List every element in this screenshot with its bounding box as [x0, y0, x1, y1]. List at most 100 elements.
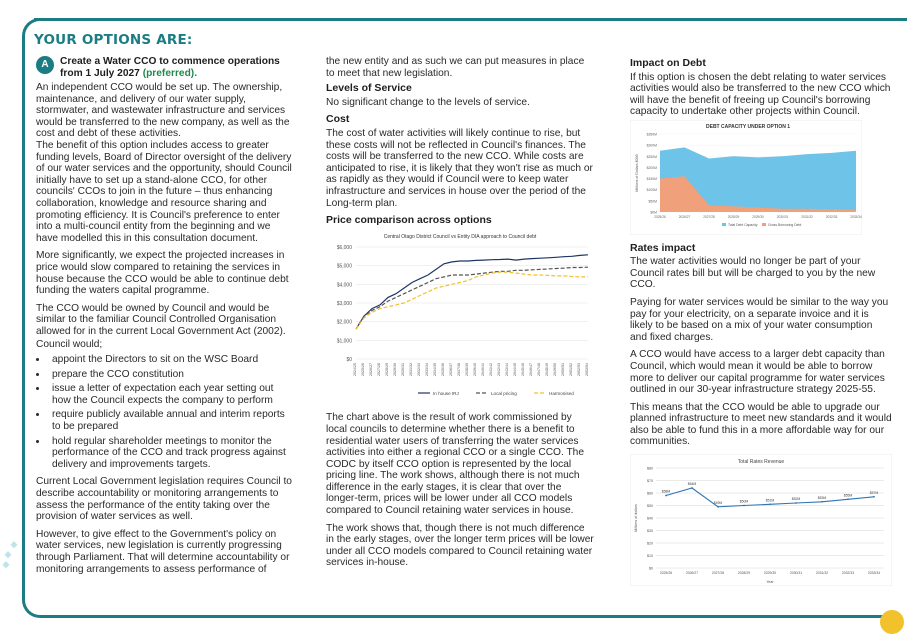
y-tick-label: $150M — [647, 177, 658, 181]
data-label: $49M — [714, 501, 723, 505]
x-tick-label: 2036/37 — [449, 363, 453, 376]
series-area — [660, 176, 856, 212]
paragraph: No significant change to the levels of s… — [326, 96, 530, 108]
decorative-dots — [2, 541, 18, 569]
x-tick-label: 2031/32 — [409, 363, 413, 376]
series-line — [355, 253, 589, 330]
y-tick-label: $100M — [647, 188, 658, 192]
x-tick-label: 2026/27 — [369, 363, 373, 376]
chart-title: Central Otago District Council vs Entity… — [384, 234, 537, 240]
paragraph: An independent CCO would be set up. The … — [36, 82, 290, 140]
x-tick-label: 2028/29 — [728, 215, 740, 219]
option-badge: A — [36, 56, 54, 74]
x-tick-label: 2042/43 — [497, 363, 501, 376]
y-tick-label: $300M — [647, 144, 658, 148]
x-tick-label: 2053/54 — [585, 363, 589, 376]
x-tick-label: 2025/26 — [660, 571, 672, 575]
x-tick-label: 2027/28 — [712, 571, 724, 575]
data-point — [847, 498, 849, 501]
price-comparison-heading: Price comparison across options — [326, 214, 492, 227]
paragraph: the new entity and as such we can put me… — [326, 56, 585, 79]
y-axis-label: Millions of dollars — [634, 504, 638, 532]
x-axis-label: Year — [766, 580, 774, 584]
x-tick-label: 2031/32 — [801, 215, 813, 219]
x-tick-label: 2028/29 — [738, 571, 750, 575]
data-label: $64M — [688, 482, 697, 486]
y-tick-label: $0 — [649, 567, 653, 571]
legend-swatch — [722, 222, 726, 226]
paragraph: A CCO would have access to a larger debt… — [630, 349, 885, 396]
x-tick-label: 2038/39 — [465, 363, 469, 376]
x-tick-label: 2026/27 — [686, 571, 698, 575]
chart-title: Total Rates Revenue — [738, 459, 785, 465]
x-tick-label: 2047/48 — [537, 363, 541, 376]
paragraph: The cost of water activities will likely… — [326, 127, 593, 209]
data-point — [743, 504, 745, 507]
x-tick-label: 2027/28 — [377, 363, 381, 376]
x-tick-label: 2039/40 — [473, 363, 477, 376]
paragraph: The chart above is the result of work co… — [326, 412, 585, 517]
data-point — [873, 495, 875, 498]
debt-capacity-chart: DEBT CAPACITY UNDER OPTION 1 Millions of … — [629, 119, 863, 236]
x-tick-label: 2034/35 — [433, 363, 437, 376]
x-tick-label: 2031/32 — [816, 571, 828, 575]
paragraph: This means that the CCO would be able to… — [630, 401, 892, 448]
y-tick-label: $250M — [647, 155, 658, 159]
y-tick-label: $40 — [647, 517, 653, 521]
x-tick-label: 2024/25 — [353, 363, 357, 376]
y-tick-label: $60 — [647, 492, 653, 496]
option-title-text: Create a Water CCO to commence operation… — [60, 56, 280, 79]
x-tick-label: 2037/38 — [457, 363, 461, 376]
legend-label: Local pricing — [491, 391, 517, 396]
column-1: A Create a Water CCO to commence operati… — [36, 56, 292, 581]
y-tick-label: $0 — [346, 357, 352, 363]
data-point — [717, 505, 719, 508]
legend-label: In house IRJ — [433, 391, 459, 396]
chart-title: DEBT CAPACITY UNDER OPTION 1 — [706, 124, 790, 130]
legend-label: Harmonised — [549, 391, 574, 396]
x-tick-label: 2033/34 — [850, 215, 862, 219]
levels-of-service-heading: Levels of Service — [326, 82, 412, 95]
data-point — [665, 494, 667, 497]
data-label: $51M — [766, 498, 775, 502]
series-line — [355, 271, 588, 330]
y-tick-label: $0M — [650, 210, 657, 214]
y-tick-label: $30 — [647, 529, 653, 533]
x-tick-label: 2029/30 — [752, 215, 764, 219]
rates-impact-heading: Rates impact — [630, 241, 696, 254]
list-item: hold regular shareholder meetings to mon… — [48, 436, 292, 471]
legend-label: Total Debt Capacity — [728, 223, 758, 227]
data-label: $55M — [844, 493, 853, 497]
x-tick-label: 2046/47 — [529, 363, 533, 376]
x-tick-label: 2027/28 — [703, 215, 715, 219]
paragraph: Paying for water services would be simil… — [630, 296, 889, 343]
y-axis-label: Millions of Dollars $000 — [635, 154, 639, 191]
paragraph: More significantly, we expect the projec… — [36, 250, 289, 297]
list-item: prepare the CCO constitution — [48, 369, 292, 381]
list-item: require publicly available annual and in… — [48, 409, 292, 432]
x-tick-label: 2032/33 — [417, 363, 421, 376]
option-preferred: (preferred). — [142, 67, 198, 79]
data-label: $50M — [740, 500, 749, 504]
x-tick-label: 2044/45 — [513, 363, 517, 376]
y-tick-label: $200M — [647, 166, 658, 170]
data-point — [691, 487, 693, 489]
x-tick-label: 2035/36 — [441, 363, 445, 376]
y-tick-label: $20 — [647, 542, 653, 546]
paragraph: If this option is chosen the debt relati… — [630, 71, 891, 118]
x-tick-label: 2052/53 — [577, 363, 581, 376]
x-tick-label: 2040/41 — [481, 363, 485, 376]
option-title: Create a Water CCO to commence operation… — [60, 56, 292, 79]
council-duties-list: appoint the Directors to sit on the WSC … — [36, 354, 292, 470]
data-label: $58M — [662, 490, 671, 494]
data-label: $53M — [818, 496, 827, 500]
y-tick-label: $6,000 — [337, 245, 353, 251]
paragraph: The water activities would no longer be … — [630, 256, 876, 291]
x-tick-label: 2029/30 — [764, 571, 776, 575]
column-2: the new entity and as such we can put me… — [326, 56, 594, 575]
paragraph: Current Local Government legislation req… — [36, 476, 292, 523]
y-tick-label: $3,000 — [337, 301, 353, 307]
y-tick-label: $5,000 — [337, 263, 353, 269]
y-tick-label: $50M — [649, 199, 658, 203]
